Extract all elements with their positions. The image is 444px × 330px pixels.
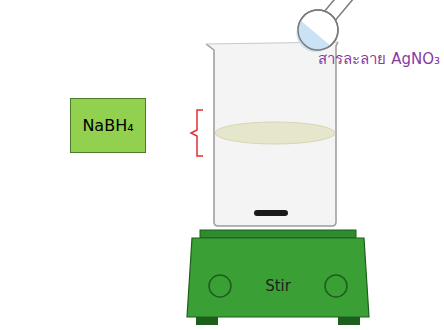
stir-label: Stir <box>265 277 291 295</box>
beaker <box>206 42 338 226</box>
reagent-box: NaBH₄ <box>70 98 146 153</box>
stirrer: Stir <box>186 229 370 327</box>
stir-bar <box>254 210 288 216</box>
reagent-name: NaBH₄ <box>82 116 133 135</box>
solution-label: สารละลาย AgNO₃ <box>318 47 440 71</box>
liquid <box>215 122 335 144</box>
bracket <box>191 110 203 156</box>
